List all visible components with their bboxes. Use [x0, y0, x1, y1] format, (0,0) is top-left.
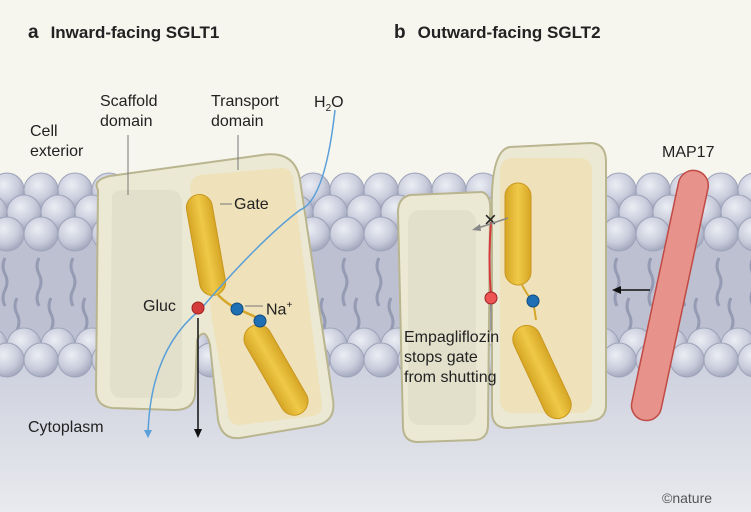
cytoplasm-label: Cytoplasm — [28, 419, 104, 436]
lipid-head — [737, 342, 751, 378]
water-label: H2O — [314, 94, 344, 115]
lipid-head — [23, 342, 59, 378]
lipid-head — [703, 216, 739, 252]
sodium-ion-2 — [253, 314, 267, 328]
sglt2-lower-helix — [512, 324, 572, 420]
lipid-head — [57, 216, 93, 252]
lipid-tail — [613, 257, 621, 307]
glucose-molecule — [191, 301, 205, 315]
panel-a-heading: Inward-facing SGLT1 — [50, 23, 220, 42]
water-path — [147, 109, 336, 436]
water-arrowhead-icon — [144, 430, 152, 438]
lipid-tail — [69, 257, 77, 307]
lipid-tail — [35, 257, 43, 307]
sglt2-gate-helix — [504, 182, 532, 286]
gray-arrow-icon — [472, 224, 481, 231]
block-x-icon: × — [484, 207, 497, 232]
scaffold-domain — [110, 190, 182, 398]
lipid-head — [23, 216, 59, 252]
map17-protein — [630, 169, 710, 422]
sglt1-protein — [94, 109, 336, 440]
panel-b-title: b Outward-facing SGLT2 — [394, 22, 601, 44]
lipid-head — [703, 342, 739, 378]
lipid-tail — [647, 257, 655, 307]
lipid-head — [363, 342, 399, 378]
lipid-tail — [375, 257, 383, 307]
panel-b-letter: b — [394, 22, 406, 43]
gate-label: Gate — [234, 196, 269, 213]
gluc-label: Gluc — [143, 298, 176, 315]
lipid-head — [329, 342, 365, 378]
transport-domain — [190, 168, 322, 425]
nature-credit: ©nature — [662, 490, 713, 506]
map17-label: MAP17 — [662, 144, 715, 161]
left-arrowhead-icon — [612, 286, 621, 294]
sodium-ion-1 — [230, 302, 244, 316]
lipid-tail — [715, 257, 723, 307]
sodium-label: Na+ — [266, 300, 293, 319]
lipid-tail — [341, 257, 349, 307]
lower-helix — [243, 324, 309, 416]
lipid-head — [363, 216, 399, 252]
lipid-head — [737, 216, 751, 252]
panel-a-letter: a — [28, 22, 39, 43]
lipid-tail — [1, 257, 9, 307]
lipid-head — [601, 342, 637, 378]
lipid-head — [329, 216, 365, 252]
lipid-head — [669, 342, 705, 378]
lipid-head — [601, 216, 637, 252]
gate-helix — [185, 194, 227, 296]
panel-a-title: a Inward-facing SGLT1 — [28, 22, 219, 44]
empagliflozin-tail — [488, 221, 492, 297]
lipid-head — [57, 342, 93, 378]
empagliflozin-molecule — [484, 291, 498, 305]
glucose-arrowhead-icon — [194, 429, 202, 438]
sglt2-sodium-ion — [526, 294, 540, 308]
panel-b-heading: Outward-facing SGLT2 — [417, 23, 601, 42]
sglt2-protein: × — [396, 141, 650, 444]
